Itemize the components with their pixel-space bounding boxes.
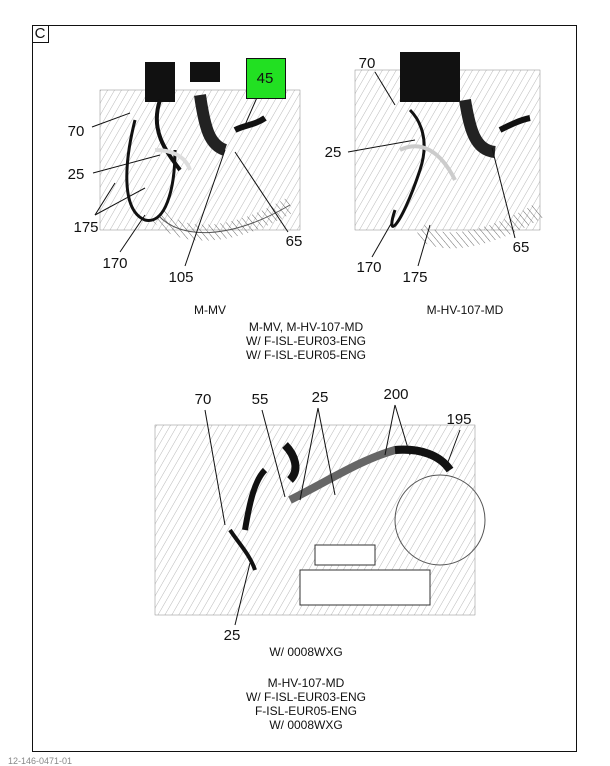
callout-70[interactable]: 70 xyxy=(67,123,85,140)
shared-caption: M-MV, M-HV-107-MD W/ F-ISL-EUR03-ENG W/ … xyxy=(246,320,366,362)
caption-line: M-HV-107-MD xyxy=(267,676,345,690)
caption-line: F-ISL-EUR05-ENG xyxy=(254,704,358,718)
section-letter: C xyxy=(32,25,49,43)
callout-70[interactable]: 70 xyxy=(194,391,212,408)
callout-65[interactable]: 65 xyxy=(285,233,303,250)
callout-195[interactable]: 195 xyxy=(446,411,472,428)
view-mmv-illustration xyxy=(99,62,301,241)
view-caption-0008wxg: W/ 0008WXG xyxy=(269,645,343,659)
caption-line: W/ 0008WXG xyxy=(269,718,343,732)
callout-25[interactable]: 25 xyxy=(223,627,241,644)
bottom-caption: M-HV-107-MD W/ F-ISL-EUR03-ENG F-ISL-EUR… xyxy=(246,676,366,732)
callout-175[interactable]: 175 xyxy=(73,219,99,236)
highlighted-callout-box xyxy=(246,58,286,99)
caption-line: W/ F-ISL-EUR03-ENG xyxy=(245,690,367,704)
callout-45[interactable]: 45 xyxy=(256,70,274,87)
callout-170[interactable]: 170 xyxy=(102,255,128,272)
callout-55[interactable]: 55 xyxy=(251,391,269,408)
footer-document-id: 12-146-0471-01 xyxy=(8,756,73,766)
callout-25[interactable]: 25 xyxy=(324,144,342,161)
callout-170[interactable]: 170 xyxy=(356,259,382,276)
caption-line: W/ F-ISL-EUR03-ENG xyxy=(245,334,367,348)
view-caption-mhv: M-HV-107-MD xyxy=(426,303,504,317)
callout-175[interactable]: 175 xyxy=(402,269,428,286)
caption-line: M-MV, M-HV-107-MD xyxy=(248,320,364,334)
view-caption-mmv: M-MV xyxy=(194,303,226,317)
diagram-frame xyxy=(32,25,577,752)
callout-105[interactable]: 105 xyxy=(168,269,194,286)
leader-lines xyxy=(91,71,516,626)
caption-line: W/ F-ISL-EUR05-ENG xyxy=(245,348,367,362)
callout-70[interactable]: 70 xyxy=(358,55,376,72)
callout-25[interactable]: 25 xyxy=(311,389,329,406)
callout-65[interactable]: 65 xyxy=(512,239,530,256)
callout-200[interactable]: 200 xyxy=(383,386,409,403)
callout-25[interactable]: 25 xyxy=(67,166,85,183)
view-mhv-illustration xyxy=(354,52,545,249)
view-0008wxg-illustration xyxy=(154,424,486,616)
